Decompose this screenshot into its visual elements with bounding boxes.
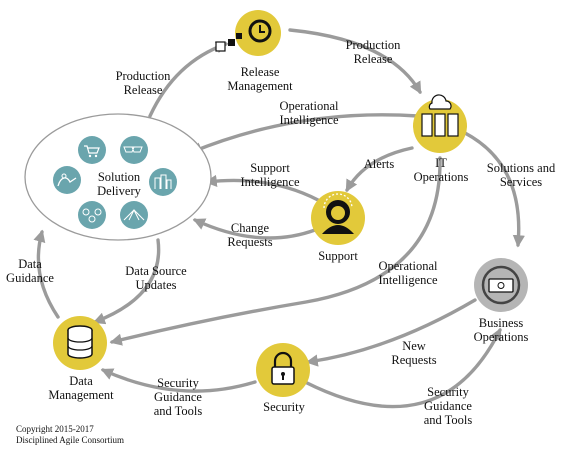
arrow-production-release-right — [288, 28, 422, 95]
security-guidance-right-label: Security Guidance and Tools — [423, 385, 473, 427]
release-clock-icon — [215, 19, 272, 52]
arrow-change-requests — [192, 218, 317, 240]
alerts-label: Alerts — [363, 157, 395, 171]
people-icon — [78, 201, 106, 229]
solutions-and-services-label: Solutions and Services — [486, 161, 556, 189]
support-intelligence-label: Support Intelligence — [240, 161, 300, 189]
production-release-right-label: Production Release — [345, 38, 401, 66]
money-cycle-icon — [481, 265, 521, 305]
support-label: Support — [318, 249, 358, 263]
it-operations-node — [413, 94, 467, 153]
arrow-operational-intelligence-top — [189, 113, 420, 154]
solution-delivery-label: Solution Delivery — [97, 170, 141, 198]
arrow-alerts — [345, 146, 414, 193]
data-management-label: Data Management — [48, 374, 114, 402]
database-icon — [67, 325, 93, 359]
security-label: Security — [263, 400, 305, 414]
business-operations-node — [474, 258, 528, 312]
arrow-operational-intelligence-mid — [109, 156, 442, 346]
arrow-data-guidance — [33, 229, 60, 319]
servers-icon — [421, 94, 459, 137]
solution-delivery-node — [24, 113, 212, 241]
business-operations-label: Business Operations — [473, 316, 529, 344]
data-management-node — [53, 316, 107, 370]
shopping-cart-icon — [78, 136, 106, 164]
release-management-node — [215, 10, 281, 56]
security-node — [256, 343, 310, 397]
arrow-solutions-services — [463, 131, 525, 248]
support-node — [311, 191, 365, 245]
operational-intelligence-top-label: Operational Intelligence — [279, 99, 339, 127]
it-operations-label: IT Operations — [413, 156, 469, 184]
network-icon — [120, 201, 148, 229]
data-guidance-label: Data Guidance — [6, 257, 54, 285]
production-release-left-label: Production Release — [115, 69, 171, 97]
change-requests-label: Change Requests — [227, 221, 273, 249]
arrow-security-guidance-left — [100, 368, 257, 393]
warehouse-icon — [149, 168, 177, 196]
release-management-label: Release Management — [227, 65, 293, 93]
headset-icon — [322, 193, 354, 234]
factory-icon — [53, 166, 81, 194]
copyright-notice: Copyright 2015-2017 Disciplined Agile Co… — [16, 424, 124, 445]
operational-intelligence-mid-label: Operational Intelligence — [378, 259, 438, 287]
arrow-support-intelligence — [204, 174, 320, 202]
arrow-security-guidance-right — [303, 327, 502, 409]
arrow-new-requests — [305, 298, 477, 367]
data-source-updates-label: Data Source Updates — [125, 264, 187, 292]
security-guidance-left-label: Security Guidance and Tools — [153, 376, 203, 418]
new-requests-label: New Requests — [391, 339, 437, 367]
shopping-carts-icon — [120, 136, 148, 164]
arrow-data-source-updates — [92, 238, 161, 325]
padlock-icon — [271, 351, 295, 385]
